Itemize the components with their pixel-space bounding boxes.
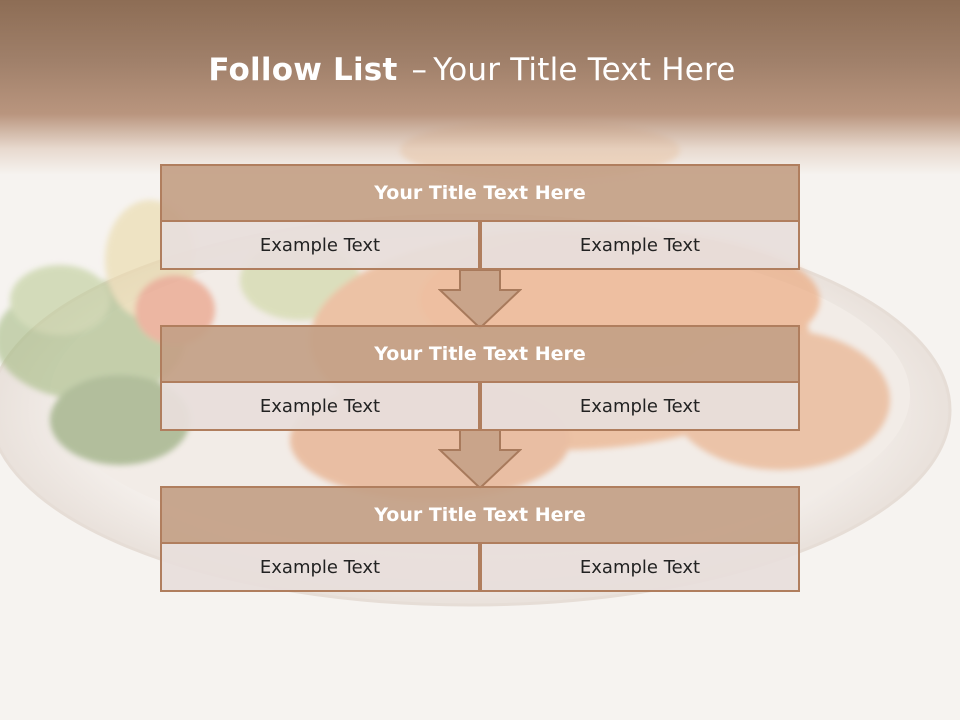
step-block: Your Title Text Here Example Text Exampl… xyxy=(160,325,800,431)
slide-title-rest: Your Title Text Here xyxy=(433,52,736,88)
step-cell-left: Example Text xyxy=(160,542,480,592)
step-cell-right: Example Text xyxy=(480,381,800,431)
step-cell-right: Example Text xyxy=(480,220,800,270)
step-title: Your Title Text Here xyxy=(160,486,800,544)
down-arrow-icon xyxy=(438,430,522,490)
step-block: Your Title Text Here Example Text Exampl… xyxy=(160,164,800,270)
down-arrow-icon xyxy=(438,270,522,330)
header-band xyxy=(0,0,960,175)
step-cell-left: Example Text xyxy=(160,220,480,270)
step-block: Your Title Text Here Example Text Exampl… xyxy=(160,486,800,592)
step-cell-left: Example Text xyxy=(160,381,480,431)
step-title: Your Title Text Here xyxy=(160,164,800,222)
slide-title-dash: – xyxy=(411,52,428,88)
step-title: Your Title Text Here xyxy=(160,325,800,383)
slide-title-bold: Follow List xyxy=(208,52,398,88)
step-cell-right: Example Text xyxy=(480,542,800,592)
slide-title: Follow List–Your Title Text Here xyxy=(0,52,944,88)
